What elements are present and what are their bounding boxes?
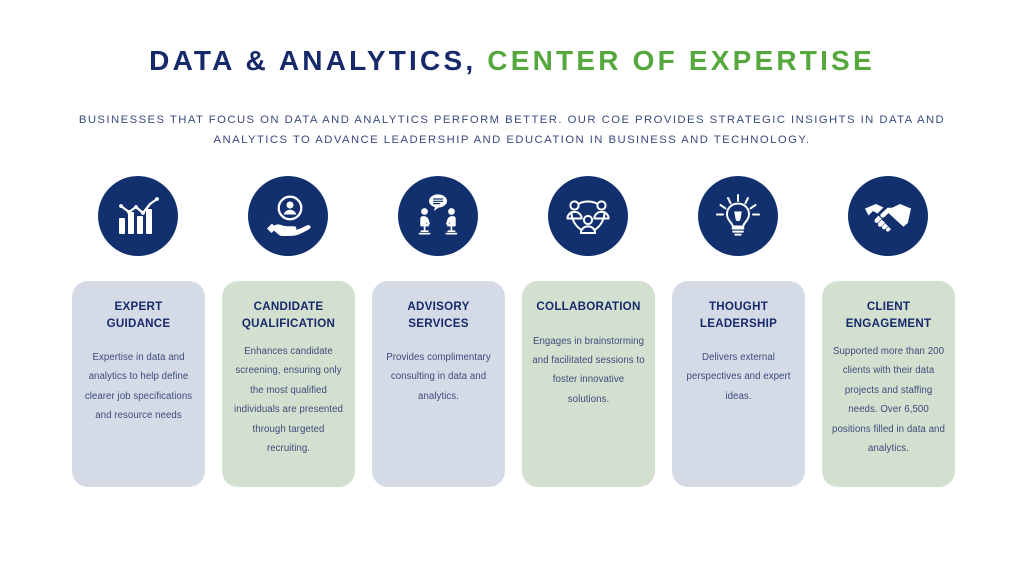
card-title: CANDIDATE QUALIFICATION <box>241 300 336 330</box>
card-title: COLLABORATION <box>536 300 641 313</box>
card-title: EXPERT GUIDANCE <box>106 300 171 330</box>
page-title-accent: CENTER OF EXPERTISE <box>487 45 875 76</box>
consultation-meeting-icon <box>414 194 462 238</box>
card-body: Supported more than 200 clients with the… <box>832 346 945 455</box>
icon-badge-client-engagement <box>848 176 928 256</box>
card-thought-leadership[interactable]: THOUGHT LEADERSHIP Delivers external per… <box>672 281 805 487</box>
icon-row <box>72 176 952 264</box>
icon-badge-expert-guidance <box>98 176 178 256</box>
card-body: Expertise in data and analytics to help … <box>84 352 193 422</box>
card-collaboration[interactable]: COLLABORATION Engages in brainstorming a… <box>522 281 655 487</box>
page-title-primary: DATA & ANALYTICS, <box>149 45 477 76</box>
card-body: Delivers external perspectives and exper… <box>686 352 791 402</box>
card-candidate-qualification[interactable]: CANDIDATE QUALIFICATION Enhances candida… <box>222 281 355 487</box>
team-collaboration-icon <box>564 194 612 238</box>
handshake-icon <box>864 198 912 234</box>
icon-badge-candidate-qualification <box>248 176 328 256</box>
icon-badge-advisory-services <box>398 176 478 256</box>
page-title: DATA & ANALYTICS, CENTER OF EXPERTISE <box>0 44 1024 78</box>
card-title: ADVISORY SERVICES <box>407 300 470 330</box>
hand-holding-candidate-icon <box>265 195 311 237</box>
card-client-engagement[interactable]: CLIENT ENGAGEMENT Supported more than 20… <box>822 281 955 487</box>
header: DATA & ANALYTICS, CENTER OF EXPERTISE <box>0 44 1024 78</box>
lightbulb-idea-icon <box>715 194 761 238</box>
card-advisory-services[interactable]: ADVISORY SERVICES Provides complimentary… <box>372 281 505 487</box>
card-body: Provides complimentary consulting in dat… <box>386 352 491 402</box>
card-row: EXPERT GUIDANCE Expertise in data and an… <box>72 281 955 487</box>
page-subtitle: BUSINESSES THAT FOCUS ON DATA AND ANALYT… <box>78 114 946 146</box>
card-expert-guidance[interactable]: EXPERT GUIDANCE Expertise in data and an… <box>72 281 205 487</box>
icon-badge-collaboration <box>548 176 628 256</box>
bar-chart-trend-icon <box>116 196 160 236</box>
card-body: Engages in brainstorming and facilitated… <box>532 335 645 405</box>
card-body: Enhances candidate screening, ensuring o… <box>234 346 343 455</box>
card-title: THOUGHT LEADERSHIP <box>699 300 778 330</box>
card-title: CLIENT ENGAGEMENT <box>845 300 932 330</box>
icon-badge-thought-leadership <box>698 176 778 256</box>
